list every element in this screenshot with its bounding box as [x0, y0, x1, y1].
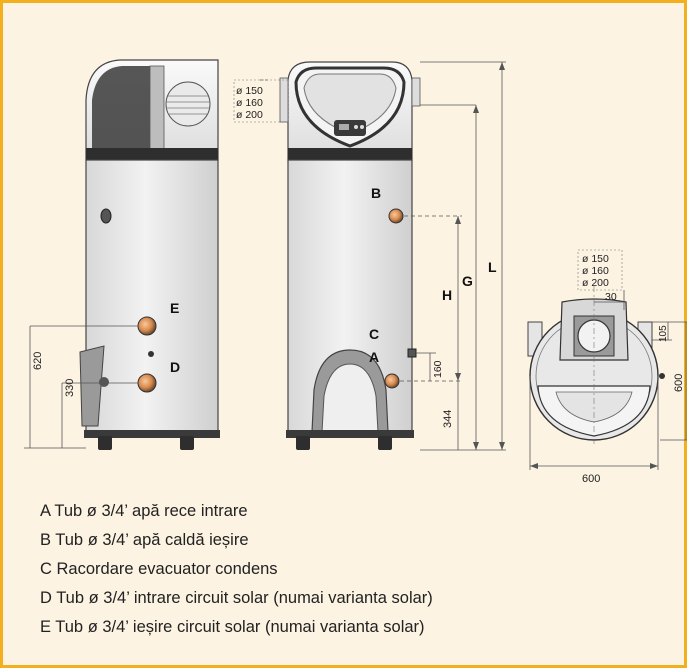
top-vent-diameter-200: ø 200	[582, 277, 609, 289]
top-vent-diameter-160: ø 160	[582, 265, 609, 277]
dim-30: 30	[605, 291, 617, 303]
front-label-c: C	[369, 326, 379, 342]
legend-item-d: D Tub ø 3/4’ intrare circuit solar (numa…	[40, 589, 433, 607]
connection-legend: A Tub ø 3/4’ apă rece intrare B Tub ø 3/…	[40, 497, 433, 642]
dim-330: 330	[64, 379, 76, 397]
dim-g: G	[462, 273, 473, 289]
front-label-b: B	[371, 185, 381, 201]
condensate-outlet-icon	[407, 348, 417, 358]
front-label-a: A	[369, 349, 379, 365]
dim-160: 160	[432, 360, 444, 378]
vent-diameter-160: ø 160	[236, 97, 263, 109]
side-view: E D 620 330	[24, 59, 220, 450]
dim-105: 105	[658, 325, 669, 342]
legend-item-c: C Racordare evacuator condens	[40, 560, 278, 578]
pipe-a-icon	[384, 373, 400, 389]
legend-item-a: A Tub ø 3/4’ apă rece intrare	[40, 502, 248, 520]
dim-344: 344	[442, 410, 454, 428]
vent-diameter-200: ø 200	[236, 109, 263, 121]
side-tank-body	[85, 159, 219, 433]
dim-600-side: 600	[673, 374, 685, 392]
vent-diameter-150: ø 150	[236, 85, 263, 97]
top-view: ø 150 ø 160 ø 200 30 105 600 600	[527, 249, 687, 485]
pipe-e-icon	[137, 316, 157, 336]
dim-h: H	[442, 287, 452, 303]
front-view: ø 150 ø 160 ø 200 B C A L G H 160 344	[233, 61, 506, 451]
pipe-d-icon	[137, 373, 157, 393]
dim-l: L	[488, 259, 497, 275]
side-label-e: E	[170, 300, 179, 316]
side-label-d: D	[170, 359, 180, 375]
dim-620: 620	[32, 352, 44, 370]
pipe-b-icon	[388, 208, 404, 224]
legend-item-b: B Tub ø 3/4’ apă caldă ieșire	[40, 531, 249, 549]
dim-600-bottom: 600	[582, 473, 600, 485]
legend-item-e: E Tub ø 3/4’ ieșire circuit solar (numai…	[40, 618, 425, 636]
fan-outlet-icon	[165, 81, 211, 127]
top-vent-diameter-150: ø 150	[582, 253, 609, 265]
